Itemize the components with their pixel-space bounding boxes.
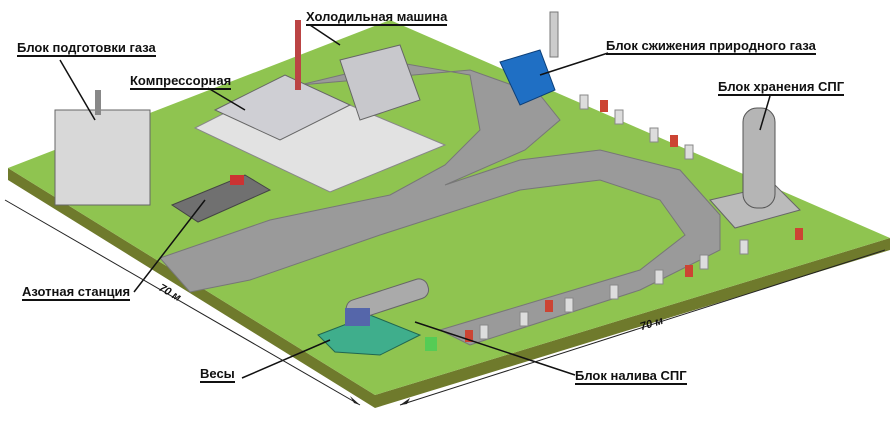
red-tower [295, 20, 301, 90]
label-loading: Блок налива СПГ [575, 368, 687, 385]
label-liquefaction: Блок сжижения природного газа [606, 38, 816, 55]
label-nitrogen: Азотная станция [22, 284, 131, 301]
label-storage: Блок хранения СПГ [718, 79, 845, 96]
ground-edge [8, 168, 890, 408]
label-chiller: Холодильная машина [306, 9, 448, 26]
truck-cab [345, 308, 370, 326]
green-box [425, 337, 437, 351]
red-units [465, 100, 803, 342]
red-container [230, 175, 244, 185]
road [159, 61, 721, 346]
arrowhead [400, 398, 410, 405]
gas-prep-stack [95, 90, 101, 115]
pipe-rack [479, 94, 749, 340]
gas-prep-building [54, 109, 151, 206]
storage-tank [742, 107, 776, 209]
chiller-building [339, 44, 421, 121]
liquefaction-block [499, 49, 556, 106]
compressor-building [213, 74, 352, 141]
label-gas-prep: Блок подготовки газа [17, 40, 156, 57]
label-scales: Весы [200, 366, 235, 383]
liquefaction-stack [549, 11, 559, 58]
dimension-lines [4, 199, 886, 406]
arrowhead [350, 396, 360, 405]
label-compressor: Компрессорная [130, 73, 232, 90]
leader-lines [59, 24, 771, 379]
